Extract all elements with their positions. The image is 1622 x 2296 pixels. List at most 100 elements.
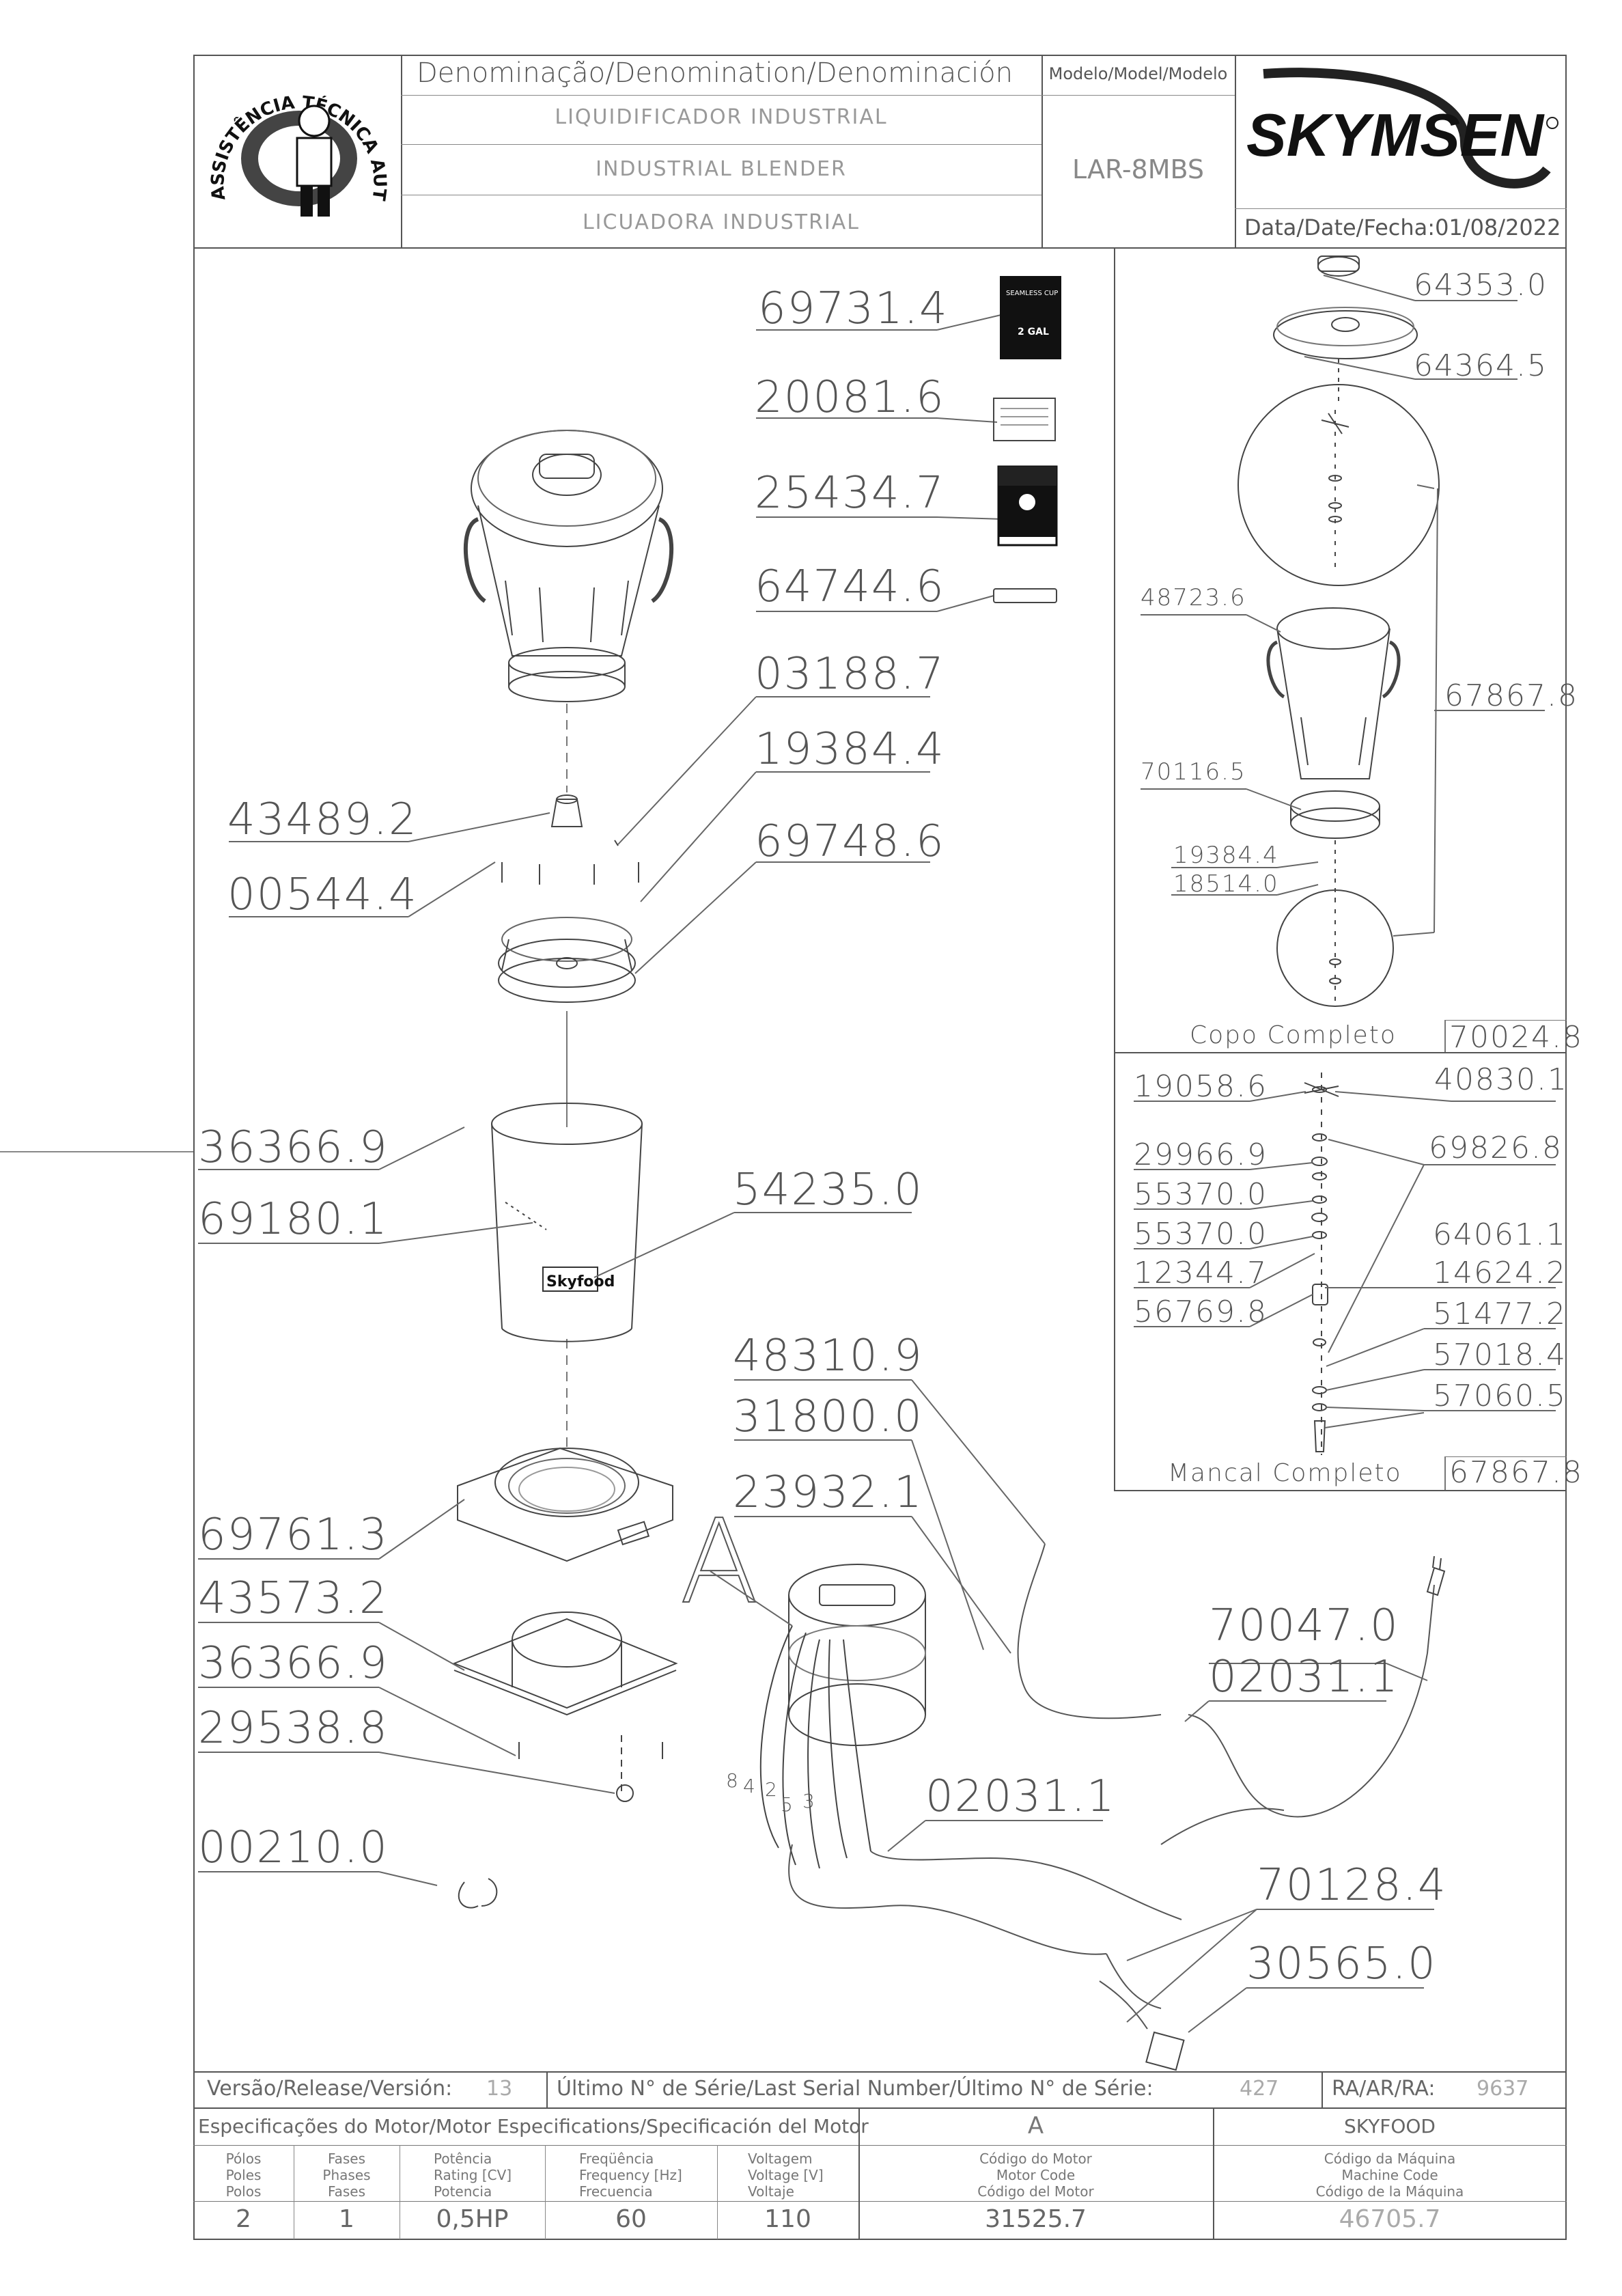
header-phases: Fases Phases Fases	[294, 2150, 400, 2200]
part-40830-1: 40830.1	[1434, 1062, 1568, 1097]
part-20081-6: 20081.6	[755, 372, 945, 423]
part-43489-2: 43489.2	[227, 794, 418, 845]
cup-complete-code: 70024.8	[1449, 1020, 1583, 1055]
part-00544-4: 00544.4	[227, 870, 418, 920]
part-64353-0: 64353.0	[1414, 268, 1548, 303]
ra-label: RA/AR/RA:	[1332, 2077, 1436, 2101]
sticker-25434-7	[997, 465, 1058, 547]
header-voltage: Voltagem Voltage [V] Voltaje	[717, 2150, 858, 2200]
sticker-20081-6	[993, 398, 1056, 441]
part-69748-6: 69748.6	[755, 816, 945, 867]
skyfood-label: Skyfood	[546, 1273, 615, 1290]
clip-00210-0	[458, 1878, 498, 1909]
part-30565-0: 30565.0	[1246, 1939, 1437, 1989]
bearing-complete-label: Mancal Completo	[1168, 1459, 1402, 1487]
part-54235-0: 54235.0	[733, 1165, 923, 1215]
value-phases: 1	[339, 2205, 354, 2233]
header-phases-pt: Fases	[327, 2150, 366, 2167]
part-19384-4: 19384.4	[755, 724, 945, 775]
header-power-es: Potencia	[434, 2183, 492, 2200]
switch-30565-0	[1145, 2031, 1185, 2071]
header-voltage-en: Voltage [V]	[748, 2167, 824, 2183]
base-cover	[457, 1447, 673, 1562]
wire-number-5: 5	[781, 1793, 794, 1816]
header-voltage-es: Voltaje	[748, 2183, 794, 2200]
part-64061-1: 64061.1	[1433, 1217, 1567, 1252]
jar-assembly	[463, 430, 674, 702]
product-name-es: LICUADORA INDUSTRIAL	[582, 210, 861, 234]
part-25434-7: 25434.7	[755, 468, 945, 518]
part-36366-9-bottom: 36366.9	[198, 1638, 389, 1689]
motor-assembly	[759, 1564, 926, 1869]
product-name-en: INDUSTRIAL BLENDER	[596, 157, 847, 181]
foot-29538-8	[616, 1784, 634, 1802]
wire-number-8: 8	[726, 1769, 740, 1792]
header-frequency-es: Frecuencia	[579, 2183, 653, 2200]
value-frequency: 60	[615, 2205, 647, 2233]
serial-label: Último N° de Série/Last Serial Number/Úl…	[557, 2077, 1153, 2101]
sticker-2gal-text: 2 GAL	[1018, 327, 1049, 337]
plug-70047-0	[1426, 1566, 1446, 1596]
header-machine-code-en: Machine Code	[1341, 2167, 1438, 2183]
part-70047-0: 70047.0	[1209, 1601, 1399, 1651]
header-machine-code: Código da Máquina Machine Code Código de…	[1213, 2150, 1567, 2200]
part-00210-0: 00210.0	[198, 1823, 389, 1873]
part-69731-4: 69731.4	[758, 283, 949, 334]
part-70128-4: 70128.4	[1257, 1860, 1447, 1911]
value-power: 0,5HP	[436, 2205, 509, 2233]
header-poles-pt: Pólos	[225, 2150, 262, 2167]
part-36366-9-top: 36366.9	[198, 1122, 389, 1173]
part-19384-4-r: 19384.4	[1173, 842, 1279, 869]
header-phases-en: Phases	[322, 2167, 371, 2183]
part-14624-2: 14624.2	[1433, 1256, 1567, 1290]
header-motor-code: Código do Motor Motor Code Código del Mo…	[858, 2150, 1213, 2200]
part-69761-3: 69761.3	[198, 1510, 389, 1560]
part-02031-1-bottom: 02031.1	[925, 1771, 1116, 1822]
header-frequency-pt: Freqüência	[579, 2150, 654, 2167]
part-23932-1: 23932.1	[733, 1467, 923, 1518]
sticker-64744-6	[993, 588, 1057, 603]
header-power-en: Rating [CV]	[434, 2167, 512, 2183]
part-67867-8: 67867.8	[1444, 678, 1578, 713]
screws-00544-4	[501, 840, 639, 885]
part-57018-4: 57018.4	[1433, 1338, 1567, 1372]
value-poles: 2	[236, 2205, 251, 2233]
header-motor-code-es: Código del Motor	[977, 2183, 1094, 2200]
header-power-pt: Potência	[434, 2150, 492, 2167]
motor-spec-label: Especificações do Motor/Motor Especifica…	[198, 2115, 869, 2138]
model-label: Modelo/Model/Modelo	[1048, 64, 1228, 83]
header-machine-code-pt: Código da Máquina	[1324, 2150, 1456, 2167]
sticker-seamless-text: SEAMLESS CUP	[1006, 290, 1058, 297]
part-29966-9: 29966.9	[1134, 1137, 1268, 1172]
sticker-69731-4: SEAMLESS CUP 2 GAL	[1000, 276, 1061, 359]
version-label: Versão/Release/Versión:	[207, 2077, 453, 2101]
date-label-text: Data/Date/Fecha:	[1244, 215, 1436, 240]
part-18514-0: 18514.0	[1173, 870, 1279, 898]
part-70116-5: 70116.5	[1141, 758, 1246, 786]
part-12344-7: 12344.7	[1134, 1256, 1268, 1290]
motor-column-a: A	[1027, 2112, 1044, 2140]
date-label: Data/Date/Fecha:01/08/2022	[1244, 215, 1561, 240]
assistance-seal: ASSISTÊNCIA TÉCNICA AUTORIZADA	[197, 47, 393, 242]
part-57060-5: 57060.5	[1433, 1379, 1567, 1413]
value-motor-code: 31525.7	[985, 2205, 1087, 2233]
base-plate	[452, 1612, 678, 1793]
jar-base	[498, 917, 636, 1003]
part-03188-7: 03188.7	[755, 649, 945, 700]
model-value: LAR-8MBS	[1072, 154, 1205, 184]
cup-complete-label: Copo Completo	[1190, 1021, 1397, 1049]
part-55370-0-a: 55370.0	[1134, 1177, 1268, 1212]
header-frequency: Freqüência Frequency [Hz] Frecuencia	[545, 2150, 717, 2200]
part-51477-2: 51477.2	[1433, 1297, 1567, 1331]
part-29538-8: 29538.8	[198, 1703, 389, 1754]
header-voltage-pt: Voltagem	[748, 2150, 813, 2167]
header-frequency-en: Frequency [Hz]	[579, 2167, 682, 2183]
part-69180-1: 69180.1	[198, 1194, 389, 1245]
part-56769-8: 56769.8	[1134, 1295, 1268, 1329]
denomination-label: Denominação/Denomination/Denominación	[417, 57, 1013, 89]
header-power: Potência Rating [CV] Potencia	[400, 2150, 545, 2200]
brand-logo: SKYMSEN	[1240, 60, 1564, 204]
product-name-pt: LIQUIDIFICADOR INDUSTRIAL	[555, 105, 888, 129]
part-64364-5: 64364.5	[1414, 348, 1548, 383]
